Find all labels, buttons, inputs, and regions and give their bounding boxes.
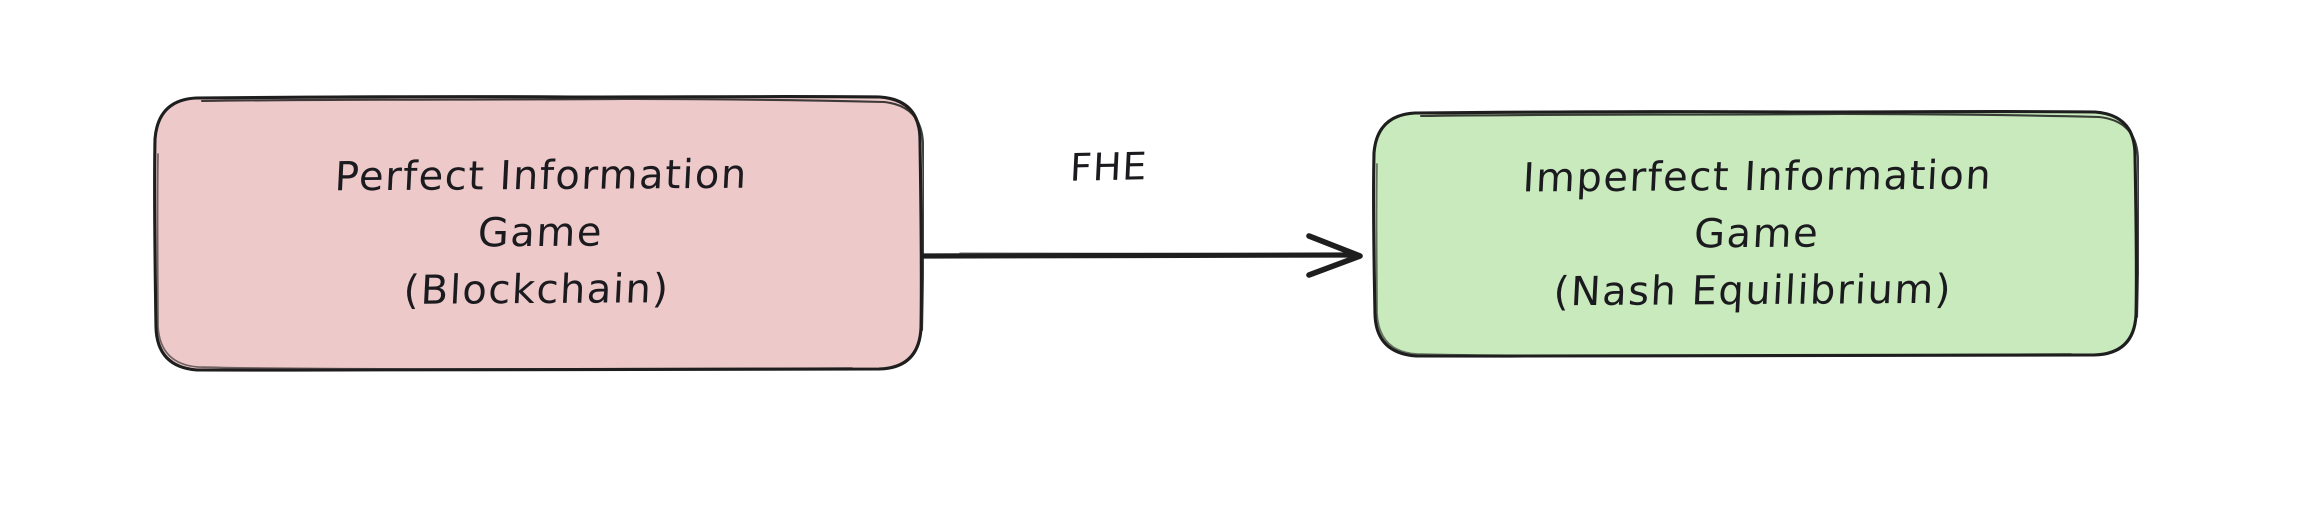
- node-perfect-information-game-label: Perfect Information Game (Blockchain): [327, 147, 748, 320]
- node-a-line-1: Perfect Information: [333, 152, 749, 201]
- node-b-line-2: Game: [1693, 210, 1821, 257]
- edge-fhe-line-sketch: [959, 252, 1331, 255]
- node-perfect-information-game[interactable]: Perfect Information Game (Blockchain): [152, 94, 924, 373]
- arrowhead-icon: [1306, 233, 1363, 278]
- node-b-line-3: (Nash Equilibrium): [1552, 266, 1954, 315]
- arrowhead-icon-sketch: [1321, 240, 1358, 256]
- node-imperfect-information-game[interactable]: Imperfect Information Game (Nash Equilib…: [1371, 109, 2139, 359]
- node-a-line-2: Game: [476, 209, 604, 257]
- node-b-line-1: Imperfect Information: [1521, 152, 1994, 202]
- node-imperfect-information-game-label: Imperfect Information Game (Nash Equilib…: [1516, 147, 1994, 320]
- node-a-line-3: (Blockchain): [402, 266, 671, 314]
- edge-fhe-label: FHE: [1068, 144, 1149, 190]
- edge-fhe-line: [920, 252, 1359, 259]
